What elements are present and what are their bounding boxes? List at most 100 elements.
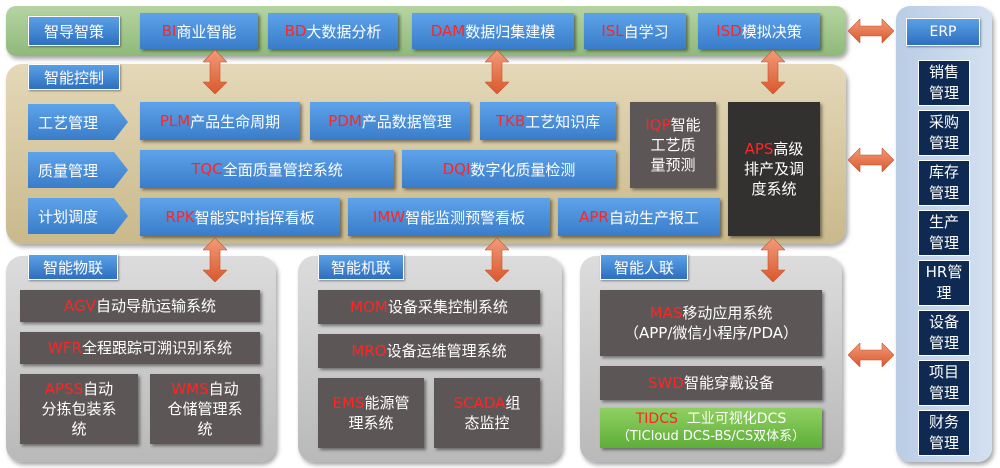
machine-item-mom: MOM设备采集控制系统 — [318, 290, 540, 324]
item-label: 自动 — [83, 379, 114, 398]
code-label: TIDCS — [635, 411, 678, 427]
item-label: 工艺知识库 — [525, 112, 601, 131]
item-label: 大数据分析 — [306, 22, 382, 41]
item-label: 产品生命周期 — [190, 112, 281, 131]
machine-layer-label: 智能机联 — [318, 254, 404, 280]
human-item-mas: MAS移动应用系统 （APP/微信小程序/PDA） — [600, 290, 822, 356]
double-arrow-icon — [485, 238, 509, 282]
control-item-aps: APS高级 排产及调 度系统 — [728, 102, 820, 236]
erp-item-inventory: 库存管理 — [918, 160, 970, 206]
item-label: 数字化质量检测 — [470, 160, 576, 179]
code-label: RPK — [165, 208, 195, 226]
double-arrow-icon — [203, 50, 227, 94]
item-label: 自动导航运输系统 — [95, 296, 216, 315]
control-item-iqp: IQP智能 工艺质 量预测 — [630, 102, 716, 188]
iot-item-apss: APSS自动 分拣包装系 统 — [20, 374, 138, 444]
item-label: （APP/微信小程序/PDA） — [623, 324, 799, 342]
item-label: 高级 — [773, 139, 804, 158]
item-label: 量预测 — [650, 156, 696, 175]
iot-layer-label: 智能物联 — [28, 254, 118, 280]
item-label: 智能 — [670, 115, 701, 134]
machine-item-scada: SCADA组 态监控 — [434, 378, 540, 448]
erp-item-label: HR管 — [925, 263, 963, 281]
erp-item-label: 销售 — [928, 63, 959, 81]
item-label: 设备采集控制系统 — [387, 297, 508, 316]
code-label: MOM — [350, 297, 388, 316]
erp-item-production: 生产管理 — [918, 210, 970, 256]
erp-item-finance: 财务管理 — [918, 410, 970, 456]
item-label: 全程跟踪可溯识别系统 — [81, 338, 232, 357]
erp-item-label: 项目 — [928, 363, 959, 381]
item-label: 工业可视化DCS — [686, 411, 787, 427]
erp-item-label: 库存 — [928, 163, 959, 181]
decision-layer-label: 智导智策 — [28, 16, 120, 46]
code-label: PLM — [159, 112, 191, 130]
erp-item-label: 财务 — [928, 413, 959, 431]
erp-item-hr: HR管理 — [918, 260, 970, 306]
double-arrow-icon — [848, 343, 894, 367]
iot-item-wfr: WFR全程跟踪可溯识别系统 — [20, 332, 260, 364]
item-label: 能源管 — [364, 393, 410, 412]
item-label: 全面质量管控系统 — [222, 160, 343, 179]
item-label: 组 — [505, 393, 521, 412]
erp-item-label: 理 — [936, 284, 952, 302]
item-label: 分拣包装系 — [41, 399, 117, 418]
code-label: PDM — [328, 112, 362, 130]
row-label-planning: 计划调度 — [28, 198, 128, 234]
item-label: 自学习 — [623, 22, 669, 41]
item-label: 理系统 — [348, 414, 394, 432]
erp-item-label: 管理 — [928, 84, 959, 102]
double-arrow-icon — [848, 19, 894, 43]
human-layer-label: 智能人联 — [600, 254, 688, 280]
human-item-tidcs: TIDCS 工业可视化DCS （TICloud DCS-BS/CS双体系） — [600, 408, 822, 448]
item-label: 仓储管理系 — [167, 399, 243, 418]
item-label: 工艺质 — [650, 135, 696, 154]
item-label: 度系统 — [751, 180, 797, 199]
erp-label: ERP — [906, 18, 980, 46]
item-label: 统 — [71, 420, 87, 439]
erp-item-project: 项目管理 — [918, 360, 970, 406]
code-label: WFR — [48, 338, 82, 357]
code-label: APSS — [44, 379, 84, 398]
item-label: 数据归集建模 — [465, 22, 556, 41]
double-arrow-icon — [761, 238, 785, 282]
code-label: SWD — [648, 373, 684, 392]
item-label: 自动 — [208, 379, 239, 398]
code-label: MAS — [649, 303, 683, 322]
item-label: （TICloud DCS-BS/CS双体系） — [616, 429, 806, 444]
iot-item-wms: WMS自动 仓储管理系 统 — [150, 374, 260, 444]
code-label: APR — [579, 208, 609, 226]
erp-item-label: 生产 — [928, 213, 959, 231]
code-label: SCADA — [453, 393, 506, 412]
erp-item-equipment: 设备管理 — [918, 310, 970, 356]
item-label: 商业智能 — [176, 22, 237, 41]
erp-item-label: 管理 — [928, 434, 959, 452]
machine-item-ems: EMS能源管 理系统 — [318, 378, 424, 448]
item-label: 自动生产报工 — [608, 208, 699, 227]
code-label: DQI — [442, 160, 471, 178]
erp-item-label: 管理 — [928, 134, 959, 152]
item-label: 模拟决策 — [741, 22, 802, 41]
row-label-quality: 质量管理 — [28, 152, 128, 188]
erp-item-label: 管理 — [928, 234, 959, 252]
item-label: 智能实时指挥看板 — [194, 208, 315, 227]
code-label: ISD — [716, 22, 742, 40]
erp-item-purchase: 采购管理 — [918, 110, 970, 156]
control-layer-label: 智能控制 — [28, 64, 120, 90]
code-label: TKB — [495, 112, 526, 130]
item-label: 产品数据管理 — [361, 112, 452, 131]
code-label: TQC — [191, 160, 223, 178]
machine-item-mro: MRO设备运维管理系统 — [318, 334, 540, 368]
code-label: IMW — [372, 208, 406, 226]
erp-item-label: 管理 — [928, 384, 959, 402]
item-label: 统 — [197, 420, 213, 439]
code-label: ISL — [601, 22, 624, 40]
double-arrow-icon — [761, 50, 785, 94]
